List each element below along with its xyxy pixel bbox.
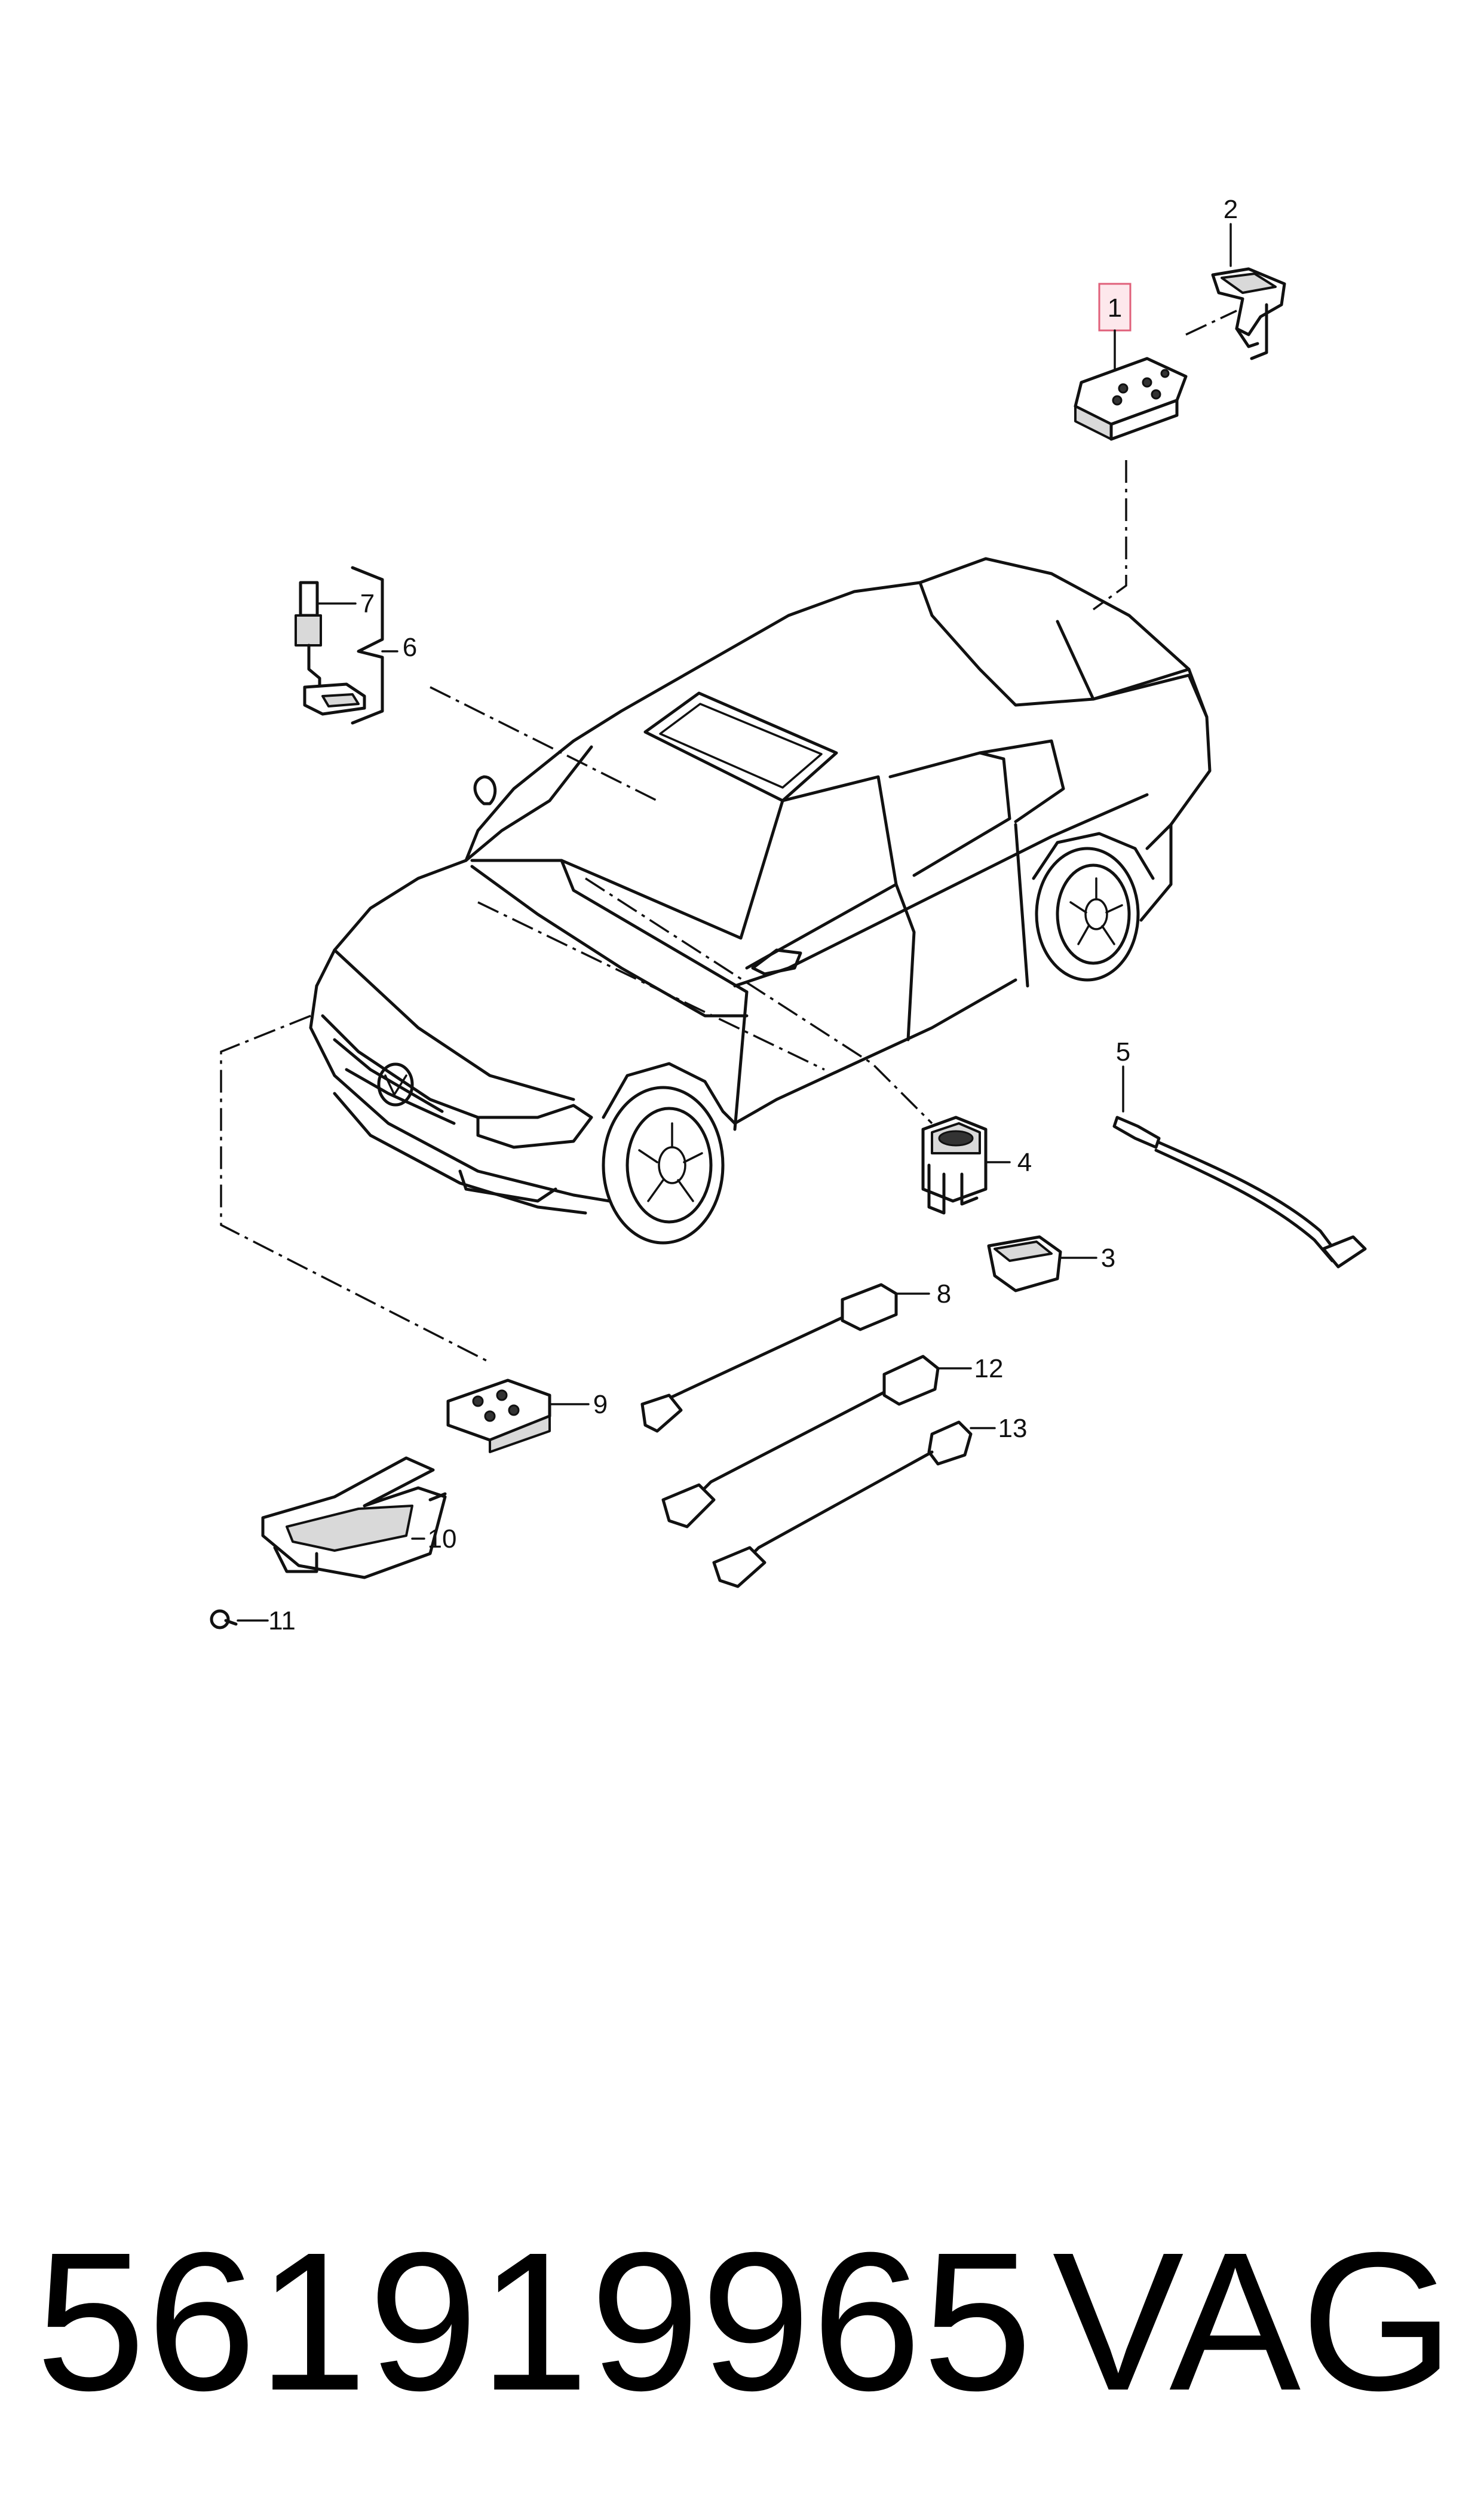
car-outline	[309, 557, 1212, 1245]
callout-7: 7	[360, 589, 375, 618]
callout-10: 10	[428, 1524, 457, 1554]
callout-3: 3	[1101, 1243, 1115, 1273]
part-5-aux-cable: 5	[1112, 1037, 1367, 1269]
callout-2: 2	[1224, 195, 1238, 224]
part-2-bracket: 2	[1211, 195, 1286, 360]
part-1-control-unit: 1	[1074, 283, 1188, 441]
callout-11: 11	[268, 1606, 296, 1635]
part-4-socket: 4	[921, 1116, 1032, 1215]
callout-12: 12	[974, 1354, 1004, 1383]
part-10-tray: 10	[261, 1456, 457, 1579]
part-12-cable: 12	[661, 1354, 1004, 1528]
callout-9: 9	[593, 1390, 608, 1419]
callout-5: 5	[1116, 1037, 1130, 1067]
callout-8: 8	[937, 1279, 951, 1309]
callout-1: 1	[1108, 293, 1122, 323]
callout-6: 6	[403, 633, 417, 662]
part-9-module: 9	[446, 1379, 608, 1453]
part-number: 561919965	[36, 2211, 1034, 2431]
brand-label: VAG	[1052, 2211, 1454, 2431]
part-11-clip: 11	[210, 1606, 296, 1635]
callout-4: 4	[1017, 1148, 1032, 1177]
part-8-cable: 8	[640, 1279, 951, 1433]
callout-13: 13	[998, 1414, 1028, 1443]
part-6-7-assembly: 6 7	[295, 566, 417, 725]
part-3-cover: 3	[987, 1235, 1115, 1292]
leader-lines	[220, 310, 1237, 1364]
part-13-cable: 13	[712, 1414, 1028, 1588]
